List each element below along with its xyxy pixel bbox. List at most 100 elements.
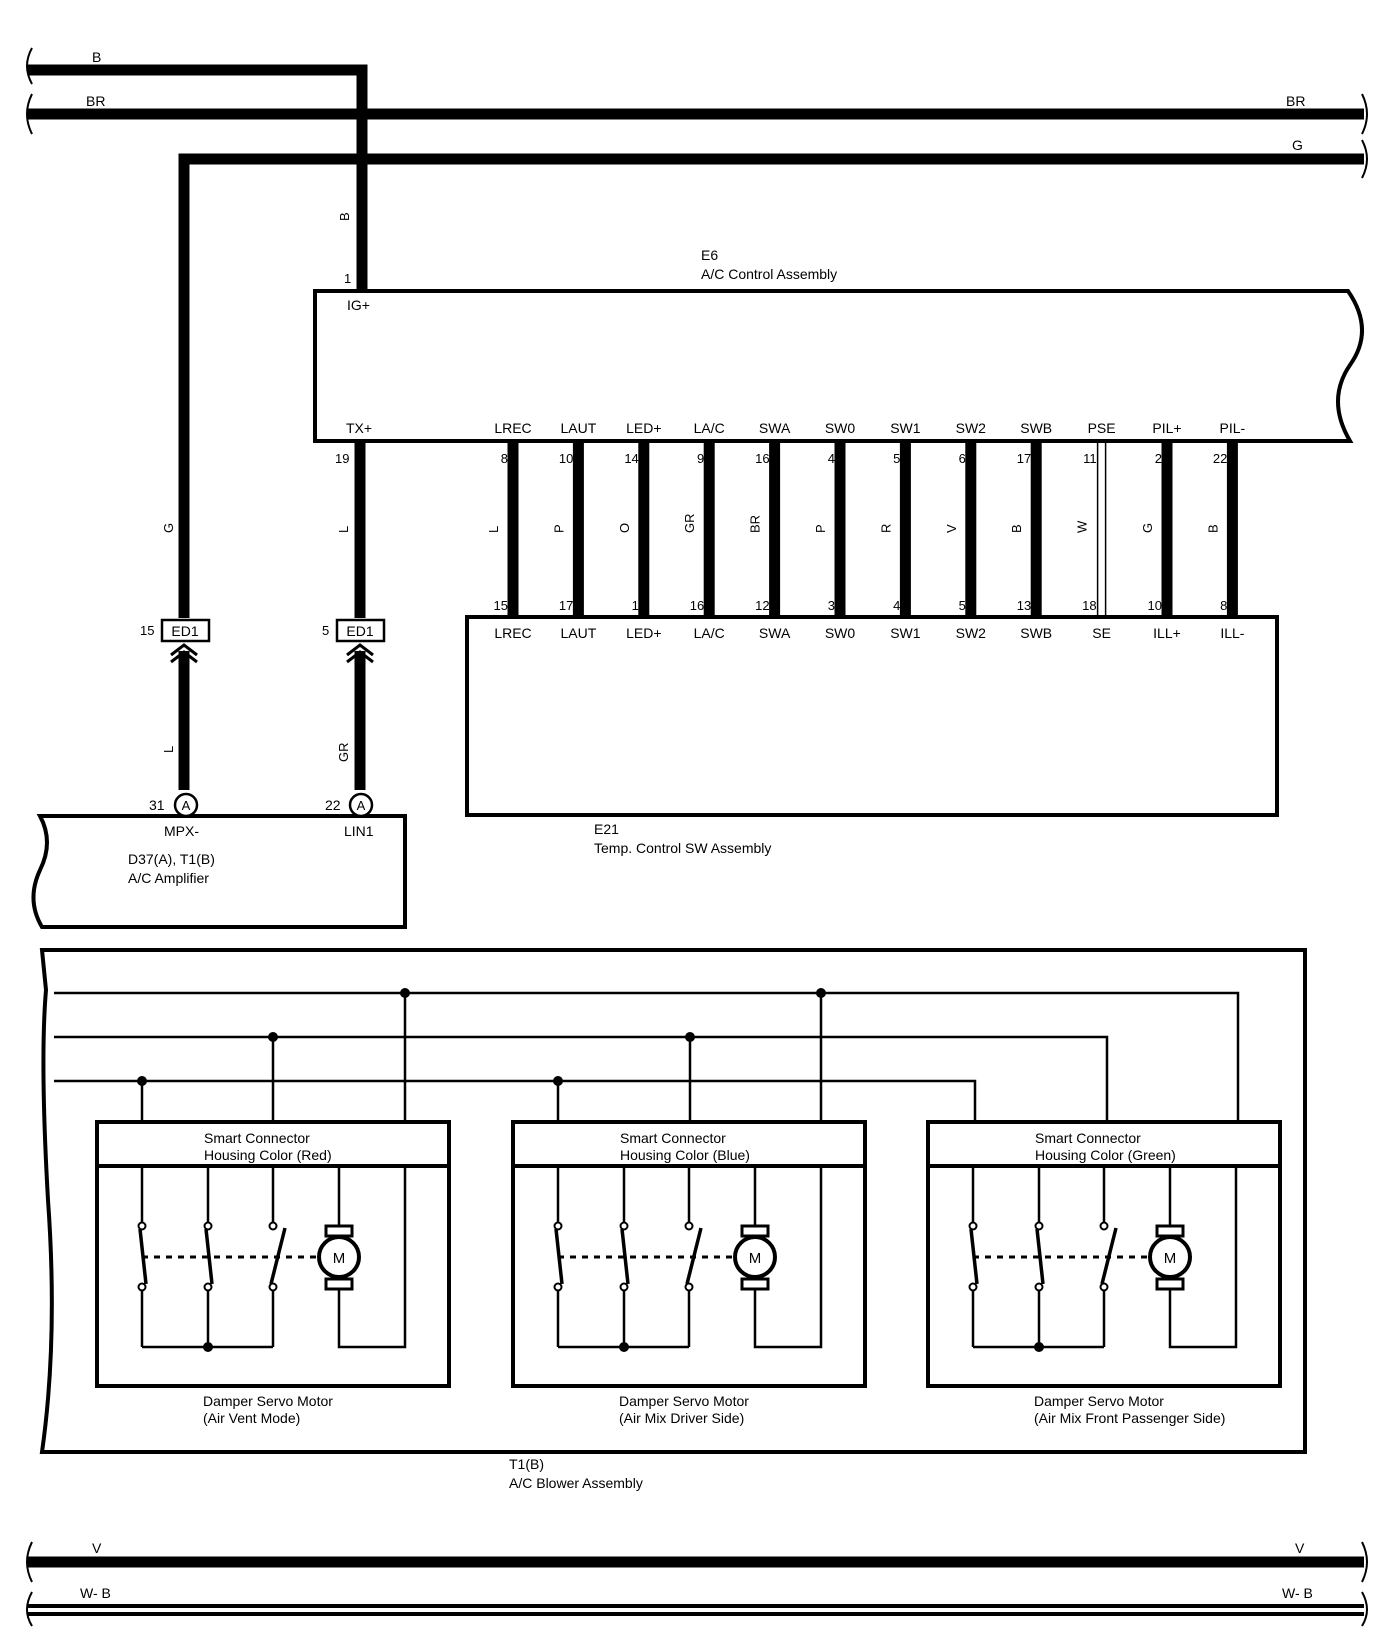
motor-lead	[1168, 1166, 1238, 1349]
bundle-wire-color: BR	[748, 515, 763, 533]
e6-pin-label: LAUT	[561, 420, 597, 436]
wire-label-wb: W- B	[80, 1585, 111, 1601]
junction-dot	[137, 1076, 147, 1086]
e6-pin-number: 9	[697, 451, 704, 466]
junction-dot	[268, 1032, 278, 1042]
blower-code: T1(B)	[509, 1456, 544, 1472]
e21-pin-label: SWB	[1020, 625, 1052, 641]
e6-pin-number: 22	[1213, 451, 1227, 466]
e21-pin-number: 12	[755, 598, 769, 613]
e21-pin-number: 18	[1082, 598, 1096, 613]
bundle-wire-color: W	[1075, 520, 1090, 533]
bundle-wire-color: O	[617, 523, 632, 533]
mpx-connector-letter: A	[182, 798, 191, 813]
amplifier-box	[31, 814, 407, 929]
switch-contact	[968, 1282, 978, 1292]
e6-pin-label: SW0	[825, 420, 856, 436]
e6-pin-label: SW1	[890, 420, 921, 436]
e21-pin-label: SE	[1092, 625, 1111, 641]
e21-pin-label: LREC	[494, 625, 531, 641]
switch-contact	[619, 1282, 629, 1292]
e6-pin-label: LA/C	[694, 420, 725, 436]
wire-label-br: BR	[86, 93, 105, 109]
e6-pin-number: 8	[501, 451, 508, 466]
break-bottom-left-2	[26, 1591, 33, 1627]
blower-bus-lines	[54, 991, 1240, 1122]
e21-pin-label: LED+	[626, 625, 661, 641]
e21-box	[465, 615, 1279, 817]
break-bottom-right-1	[1361, 1541, 1368, 1583]
housing-color-label: Housing Color (Red)	[204, 1147, 332, 1163]
ed1-left-pin: 15	[140, 623, 154, 638]
switch-contact	[968, 1221, 978, 1231]
e21-pin-number: 3	[828, 598, 835, 613]
e21-pin-label: LAUT	[561, 625, 597, 641]
lin-connector-letter: A	[357, 798, 366, 813]
break-right-1	[1361, 93, 1368, 135]
mpx-pin: 31	[149, 797, 165, 813]
e6-name: A/C Control Assembly	[701, 266, 837, 282]
wire-label-v-right: V	[1295, 1540, 1305, 1556]
e6-code: E6	[701, 247, 718, 263]
servo-motor-function: (Air Mix Driver Side)	[619, 1410, 744, 1426]
e6-ig-label: IG+	[347, 297, 370, 313]
e21-pin-labels: 15LREC17LAUT1LED+16LA/C12SWA3SW04SW15SW2…	[494, 598, 1245, 641]
e21-pin-label: LA/C	[694, 625, 725, 641]
e21-pin-number: 8	[1220, 598, 1227, 613]
switch-contact	[553, 1282, 563, 1292]
switch-contact	[203, 1221, 213, 1231]
motor-symbol: M	[333, 1250, 346, 1267]
bundle-wire-color: G	[1140, 523, 1155, 533]
amplifier-name: A/C Amplifier	[128, 870, 209, 886]
switch-contact	[137, 1282, 147, 1292]
housing-color-label: Housing Color (Green)	[1035, 1147, 1176, 1163]
e21-pin-label: SWA	[759, 625, 791, 641]
g-wire-label: G	[161, 523, 176, 533]
top-harness: B BR BR G B	[26, 47, 1368, 618]
bundle-wire-color: R	[878, 524, 893, 533]
bundle-wire-color: B	[1205, 524, 1220, 533]
lin-pin: 22	[325, 797, 341, 813]
switch-contact	[268, 1221, 278, 1231]
switch-blade	[620, 1228, 630, 1285]
e21-pin-number: 4	[893, 598, 900, 613]
common-junction-dot	[203, 1342, 213, 1352]
bus-bottom	[54, 1079, 977, 1122]
e6-ig-pin: 1	[344, 271, 351, 286]
motor-icon	[733, 1235, 777, 1279]
amplifier-component: 31 A MPX- 22 A LIN1 D37(A), T1(B) A/C Am…	[31, 792, 407, 929]
motor-icon	[317, 1235, 361, 1279]
wire-b	[28, 64, 368, 291]
switch-blade	[204, 1228, 214, 1285]
smart-connector-label: Smart Connector	[620, 1130, 726, 1146]
ed1-connector-left: 15 ED1 L	[140, 618, 211, 790]
common-junction-dot	[619, 1342, 629, 1352]
e21-pin-number: 5	[959, 598, 966, 613]
servo-motor-name: Damper Servo Motor	[1034, 1393, 1164, 1409]
housing-color-label: Housing Color (Blue)	[620, 1147, 750, 1163]
bus-middle	[54, 1035, 1109, 1122]
break-bottom-right-2	[1361, 1591, 1368, 1627]
e21-pin-number: 17	[559, 598, 573, 613]
e21-pin-number: 1	[632, 598, 639, 613]
smart-connector-label: Smart Connector	[204, 1130, 310, 1146]
e6-pin-label: PIL-	[1220, 420, 1246, 436]
bundle-wire-color: L	[486, 526, 501, 533]
e6-pin-label: PSE	[1088, 420, 1116, 436]
e21-pin-label: ILL-	[1220, 625, 1244, 641]
gr-wire-label: GR	[336, 743, 351, 763]
switch-contact	[1099, 1221, 1109, 1231]
bundle-wire-color: GR	[682, 514, 697, 534]
e21-pin-number: 16	[690, 598, 704, 613]
bus-top	[54, 991, 1240, 1122]
servo-motor-name: Damper Servo Motor	[203, 1393, 333, 1409]
wire-label-v: V	[92, 1540, 102, 1556]
e6-tx-label: TX+	[346, 420, 372, 436]
e6-pin-number: 11	[1083, 451, 1097, 466]
switch-contact	[619, 1221, 629, 1231]
bundle-wire-color: V	[944, 524, 959, 533]
